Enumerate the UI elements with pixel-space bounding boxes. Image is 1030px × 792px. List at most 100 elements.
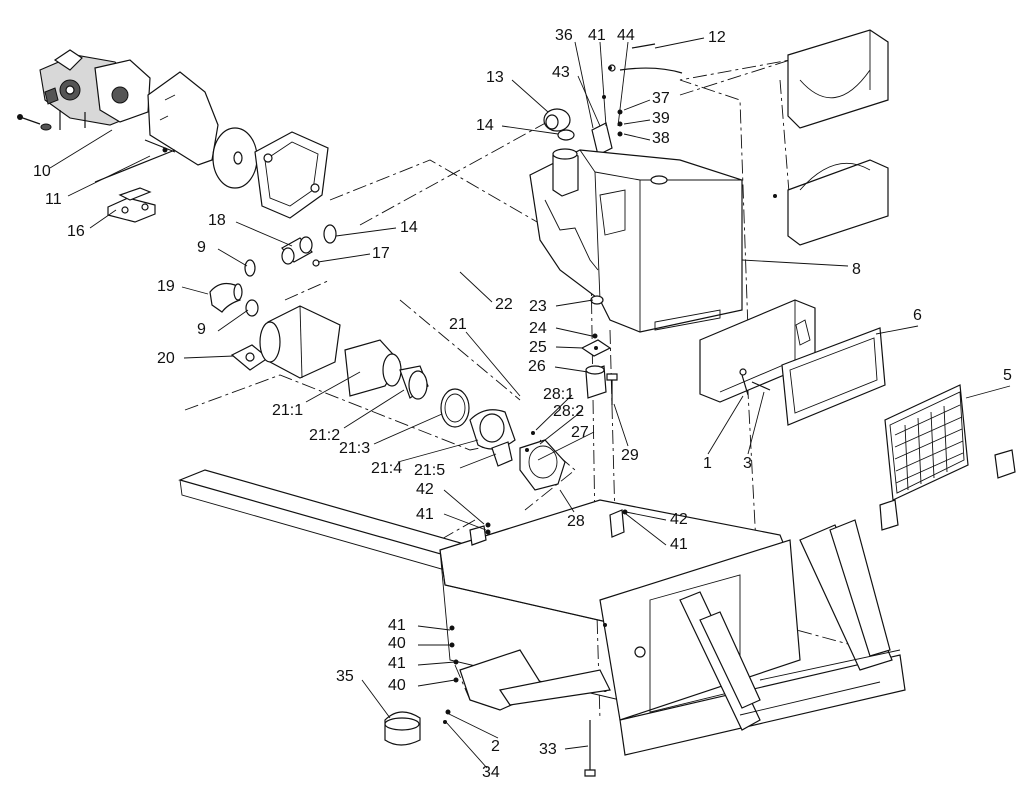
leader-line	[373, 413, 443, 445]
leader-line	[217, 309, 249, 332]
callout-42-right: 42	[670, 511, 688, 528]
leader-line	[459, 271, 493, 303]
shroud-panel-lower	[773, 159, 889, 246]
callout-28-2: 28:2	[553, 403, 584, 420]
leader-line	[623, 133, 651, 141]
callout-26: 26	[528, 358, 546, 375]
clamp-ring-21-3	[440, 388, 470, 428]
leader-line	[417, 661, 456, 666]
part-5-oil-cooler	[879, 384, 1016, 531]
leader-line	[448, 713, 499, 739]
pump-assembly	[39, 49, 151, 130]
leader-line	[599, 41, 607, 127]
callout-3: 3	[743, 455, 752, 472]
callout-22: 22	[495, 296, 513, 313]
leader-line	[559, 489, 575, 513]
leader-line	[89, 209, 117, 229]
callout-6: 6	[913, 307, 922, 324]
leader-lines	[49, 37, 1011, 769]
callout-5: 5	[1003, 367, 1012, 384]
leader-line	[67, 155, 151, 197]
leader-line	[613, 403, 629, 447]
parts-2-34-fasteners	[443, 709, 451, 724]
leader-line	[875, 325, 919, 335]
leader-line	[417, 679, 456, 687]
hose-clamp-9-lower	[245, 299, 259, 317]
callout-41-top: 41	[588, 27, 606, 44]
leader-line	[555, 299, 594, 307]
callout-24: 24	[529, 320, 547, 337]
callout-39: 39	[652, 110, 670, 127]
callout-9-lower: 9	[197, 321, 206, 338]
leader-line	[181, 286, 209, 295]
part-17-clip	[312, 259, 320, 267]
leader-line	[555, 327, 593, 337]
callout-16: 16	[67, 223, 85, 240]
callout-37: 37	[652, 90, 670, 107]
part-33-bolt	[584, 720, 596, 777]
leader-line	[397, 439, 479, 463]
parts-36-41-43-44-bracket	[591, 66, 613, 156]
leader-line	[577, 75, 601, 127]
callout-38: 38	[652, 130, 670, 147]
leader-line	[459, 453, 497, 469]
leader-line	[317, 253, 371, 263]
rear-frame	[439, 499, 906, 756]
callout-35: 35	[336, 668, 354, 685]
callout-20: 20	[157, 350, 175, 367]
leader-line	[443, 489, 485, 525]
callout-21-1: 21:1	[272, 402, 303, 419]
callout-25: 25	[529, 339, 547, 356]
leader-line	[511, 79, 549, 113]
leader-line	[535, 394, 573, 431]
leader-line	[623, 119, 651, 125]
part-29-bolt	[606, 373, 618, 405]
leader-line	[564, 745, 589, 750]
callout-2: 2	[491, 738, 500, 755]
part-6-gasket	[781, 327, 886, 426]
air-filter-housing-21	[259, 305, 341, 379]
callout-34: 34	[482, 764, 500, 781]
parts-1-3-latch	[739, 368, 771, 396]
callout-10: 10	[33, 163, 51, 180]
callout-28-mid: 28	[567, 513, 585, 530]
leader-line	[305, 371, 361, 403]
part-24-washer	[592, 333, 598, 339]
callout-labels: 1 2 3 5 6 8 9 9 10 11 12 13 14 14 16 17 …	[33, 27, 1012, 781]
callout-11: 11	[45, 191, 62, 208]
flange-plate	[254, 131, 329, 219]
leader-line	[625, 511, 667, 521]
leader-line	[465, 331, 521, 397]
callout-19: 19	[157, 278, 175, 295]
callout-41-right: 41	[670, 536, 688, 553]
elbow-19	[209, 282, 243, 313]
hose-clamp-9-upper	[244, 259, 256, 277]
leader-line	[747, 391, 765, 455]
callout-29: 29	[621, 447, 639, 464]
callout-14-lower: 14	[400, 219, 418, 236]
part-35-knob	[384, 711, 421, 746]
leader-line	[574, 41, 594, 129]
leader-line	[49, 129, 113, 169]
callout-12: 12	[708, 29, 726, 46]
callout-27: 27	[571, 424, 589, 441]
callout-41-left: 41	[416, 506, 434, 523]
callout-33: 33	[539, 741, 557, 758]
leader-line	[445, 721, 488, 769]
leader-line	[501, 125, 559, 135]
leader-line	[361, 679, 391, 719]
leader-line	[443, 513, 487, 531]
filter-element-21-1	[344, 339, 402, 397]
callout-1: 1	[703, 455, 712, 472]
shroud-panel-upper	[787, 29, 889, 129]
part-10-bolt-and-washer	[17, 114, 52, 131]
valve-21-5	[491, 441, 513, 467]
coupling-disc	[212, 127, 258, 189]
leader-line	[623, 99, 651, 111]
callout-21: 21	[449, 316, 467, 333]
part-11-rod	[94, 139, 176, 183]
leader-line	[537, 431, 595, 461]
leader-line	[343, 389, 405, 429]
mount-bracket-28	[519, 431, 566, 491]
callout-28-1: 28:1	[543, 386, 574, 403]
